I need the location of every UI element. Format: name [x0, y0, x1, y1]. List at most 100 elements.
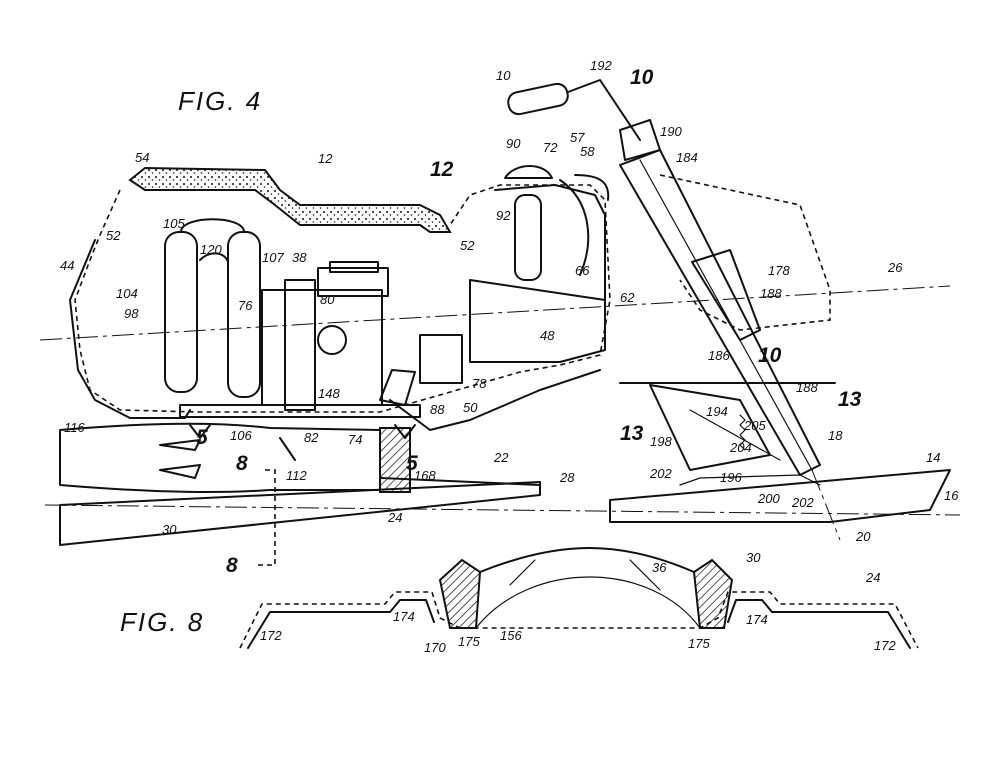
part-112	[280, 438, 295, 460]
rear-track-116	[60, 424, 380, 492]
section-line-8	[255, 470, 275, 565]
label-62: 62	[620, 290, 635, 305]
label-172b: 172	[874, 638, 896, 653]
wall-right-30	[694, 560, 732, 628]
label-14: 14	[926, 450, 940, 465]
cap-90	[505, 166, 552, 178]
pipe-bend-105	[181, 219, 244, 232]
label-13a: 13	[620, 422, 644, 445]
cross-section-outline	[240, 592, 918, 648]
label-168: 168	[414, 468, 436, 483]
label-204: 204	[729, 440, 752, 455]
label-82: 82	[304, 430, 319, 445]
label-58: 58	[580, 144, 595, 159]
label-202b: 202	[791, 495, 814, 510]
label-22: 22	[493, 450, 509, 465]
label-8a: 8	[236, 452, 248, 475]
label-112: 112	[286, 468, 307, 483]
label-178: 178	[768, 263, 790, 278]
label-8b: 8	[226, 554, 238, 577]
label-105: 105	[163, 216, 185, 231]
label-10a: 10	[496, 68, 511, 83]
cylinder-92	[515, 195, 541, 280]
hose-66	[560, 180, 588, 275]
label-44: 44	[60, 258, 74, 273]
label-202a: 202	[649, 466, 672, 481]
label-13b: 13	[838, 388, 862, 411]
fig4-title: FIG. 4	[178, 86, 262, 116]
label-184: 184	[676, 150, 698, 165]
label-80: 80	[320, 292, 335, 307]
tank-48	[470, 280, 605, 362]
label-16: 16	[944, 488, 959, 503]
label-18: 18	[828, 428, 843, 443]
label-10c: 10	[758, 344, 782, 367]
label-66: 66	[575, 263, 590, 278]
label-12a: 12	[318, 151, 333, 166]
hose-72	[575, 175, 608, 200]
label-188b: 188	[796, 380, 818, 395]
fig4-drawing	[40, 80, 960, 565]
label-104: 104	[116, 286, 138, 301]
label-52b: 52	[460, 238, 475, 253]
label-54: 54	[135, 150, 149, 165]
label-10b: 10	[630, 66, 654, 89]
bogie-2	[160, 465, 200, 478]
label-198: 198	[650, 434, 672, 449]
handle-grip	[506, 82, 569, 116]
label-106: 106	[230, 428, 252, 443]
fig8-drawing	[240, 548, 918, 648]
label-26: 26	[887, 260, 903, 275]
label-30: 30	[162, 522, 177, 537]
label-24: 24	[865, 570, 880, 585]
fig8-title: FIG. 8	[120, 607, 204, 637]
label-24: 24	[387, 510, 402, 525]
label-172a: 172	[260, 628, 282, 643]
label-120: 120	[200, 242, 222, 257]
label-5a: 5	[196, 426, 208, 449]
label-107: 107	[262, 250, 284, 265]
trough-line-1	[510, 560, 535, 585]
pipe-98	[228, 232, 260, 397]
cylinder-82	[285, 280, 315, 410]
label-194: 194	[706, 404, 728, 419]
label-148: 148	[318, 386, 340, 401]
label-205: 205	[743, 418, 766, 433]
label-57: 57	[570, 130, 585, 145]
label-74: 74	[348, 432, 362, 447]
pipe-88	[380, 370, 415, 405]
label-174a: 174	[393, 609, 415, 624]
label-175b: 175	[688, 636, 710, 651]
label-156: 156	[500, 628, 522, 643]
label-190: 190	[660, 124, 682, 139]
label-170: 170	[424, 640, 446, 655]
label-188a: 188	[760, 286, 782, 301]
label-90: 90	[506, 136, 521, 151]
label-174b: 174	[746, 612, 768, 627]
label-28: 28	[559, 470, 575, 485]
bogie-1	[160, 440, 200, 450]
label-76: 76	[238, 298, 253, 313]
label-175a: 175	[458, 634, 480, 649]
label-48: 48	[540, 328, 555, 343]
centerline-28	[45, 505, 960, 515]
label-36: 36	[652, 560, 667, 575]
box-78	[420, 335, 462, 383]
label-116: 116	[64, 420, 85, 435]
flywheel	[318, 326, 346, 354]
label-30: 30	[746, 550, 761, 565]
label-20: 20	[855, 529, 871, 544]
label-200: 200	[757, 491, 780, 506]
label-52a: 52	[106, 228, 121, 243]
pipe-104	[165, 232, 197, 392]
label-192: 192	[590, 58, 612, 73]
label-12b: 12	[430, 158, 454, 181]
label-38: 38	[292, 250, 307, 265]
runner-24	[60, 482, 540, 545]
label-78: 78	[472, 376, 487, 391]
label-88: 88	[430, 402, 445, 417]
wall-left-30	[440, 560, 480, 628]
column-axis-20	[640, 160, 812, 470]
